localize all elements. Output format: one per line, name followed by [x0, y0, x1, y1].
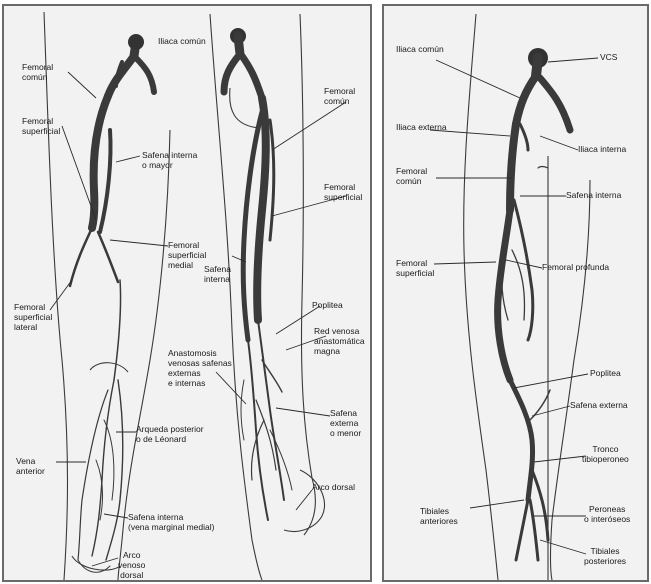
label-tibiales-posteriores: Tibiales posteriores — [584, 546, 626, 566]
label-safena-externa: Safena externa — [570, 400, 628, 410]
label-red-venosa: Red venosa anastomática magna — [314, 326, 365, 356]
label-femoral-superficial-right: Femoral superficial — [396, 258, 434, 278]
label-femoral-profunda: Femoral profunda — [542, 262, 609, 272]
label-femoral-superficial-left: Femoral superficial — [22, 116, 60, 136]
label-femoral-superficial-middle: Femoral superficial — [324, 182, 362, 202]
label-safena-interna-mayor: Safena interna o mayor — [142, 150, 197, 170]
label-femoral-comun-right: Femoral común — [396, 166, 427, 186]
label-vena-anterior: Vena anterior — [16, 456, 45, 476]
label-arqueda-posterior: Arqueda posterior o de Léonard — [136, 424, 204, 444]
label-arco-venoso-dorsal: Arco venoso dorsal — [118, 550, 145, 580]
label-femoral-comun-left: Femoral común — [22, 62, 53, 82]
label-safena-interna-middle: Safena interna — [204, 264, 231, 284]
label-safena-externa-menor: Safena externa o menor — [330, 408, 361, 438]
label-safena-interna-marginal: Safena interna (vena marginal medial) — [128, 512, 214, 532]
label-tronco-tibioperoneo: Tronco tibioperoneo — [582, 444, 629, 464]
label-iliaca-comun-left: Iliaca común — [158, 36, 206, 46]
label-iliaca-comun-right: Iliaca común — [396, 44, 444, 54]
label-poplitea-right: Poplitea — [590, 368, 621, 378]
label-femoral-comun-middle: Femoral común — [324, 86, 355, 106]
label-anastomosis: Anastomosis venosas safenas externas e i… — [168, 348, 232, 388]
label-poplitea-middle: Poplitea — [312, 300, 343, 310]
label-iliaca-externa: Iliaca externa — [396, 122, 447, 132]
label-safena-interna-right: Safena interna — [566, 190, 621, 200]
label-peroneas: Peroneas o interóseos — [584, 504, 630, 524]
label-iliaca-interna: Iliaca interna — [578, 144, 626, 154]
label-femoral-superficial-lateral: Femoral superficial lateral — [14, 302, 52, 332]
middle-leg-veins — [224, 28, 292, 520]
label-tibiales-anteriores: Tibiales anteriores — [420, 506, 458, 526]
label-vcs: VCS — [600, 52, 617, 62]
label-femoral-superficial-medial: Femoral superficial medial — [168, 240, 206, 270]
label-arco-dorsal: Arco dorsal — [312, 482, 355, 492]
right-leg-veins — [498, 48, 570, 560]
left-leg-veins — [70, 34, 154, 572]
